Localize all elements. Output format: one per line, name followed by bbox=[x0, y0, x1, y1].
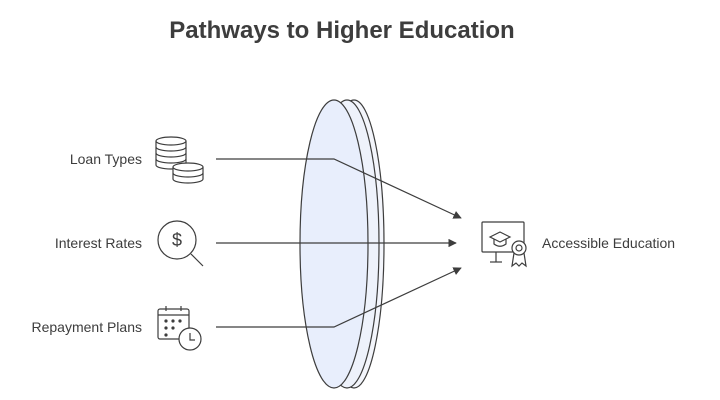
label-loan-types: Loan Types bbox=[69, 151, 142, 167]
svg-text:$: $ bbox=[172, 230, 182, 250]
connector-loan-types bbox=[216, 158, 462, 219]
coins-stack-icon bbox=[155, 136, 204, 184]
label-repayment-plans: Repayment Plans bbox=[31, 319, 142, 335]
dollar-search-icon: $ bbox=[157, 220, 204, 267]
connectors bbox=[216, 158, 462, 328]
connector-repayment-plans bbox=[216, 267, 462, 328]
label-accessible-education: Accessible Education bbox=[542, 235, 676, 251]
graduation-certificate-icon bbox=[481, 221, 527, 268]
lens-shape bbox=[299, 99, 385, 389]
label-interest-rates: Interest Rates bbox=[54, 235, 142, 251]
diagram-title: Pathways to Higher Education bbox=[169, 17, 515, 44]
calendar-clock-icon bbox=[157, 306, 202, 351]
lens-front-layer bbox=[299, 99, 369, 389]
